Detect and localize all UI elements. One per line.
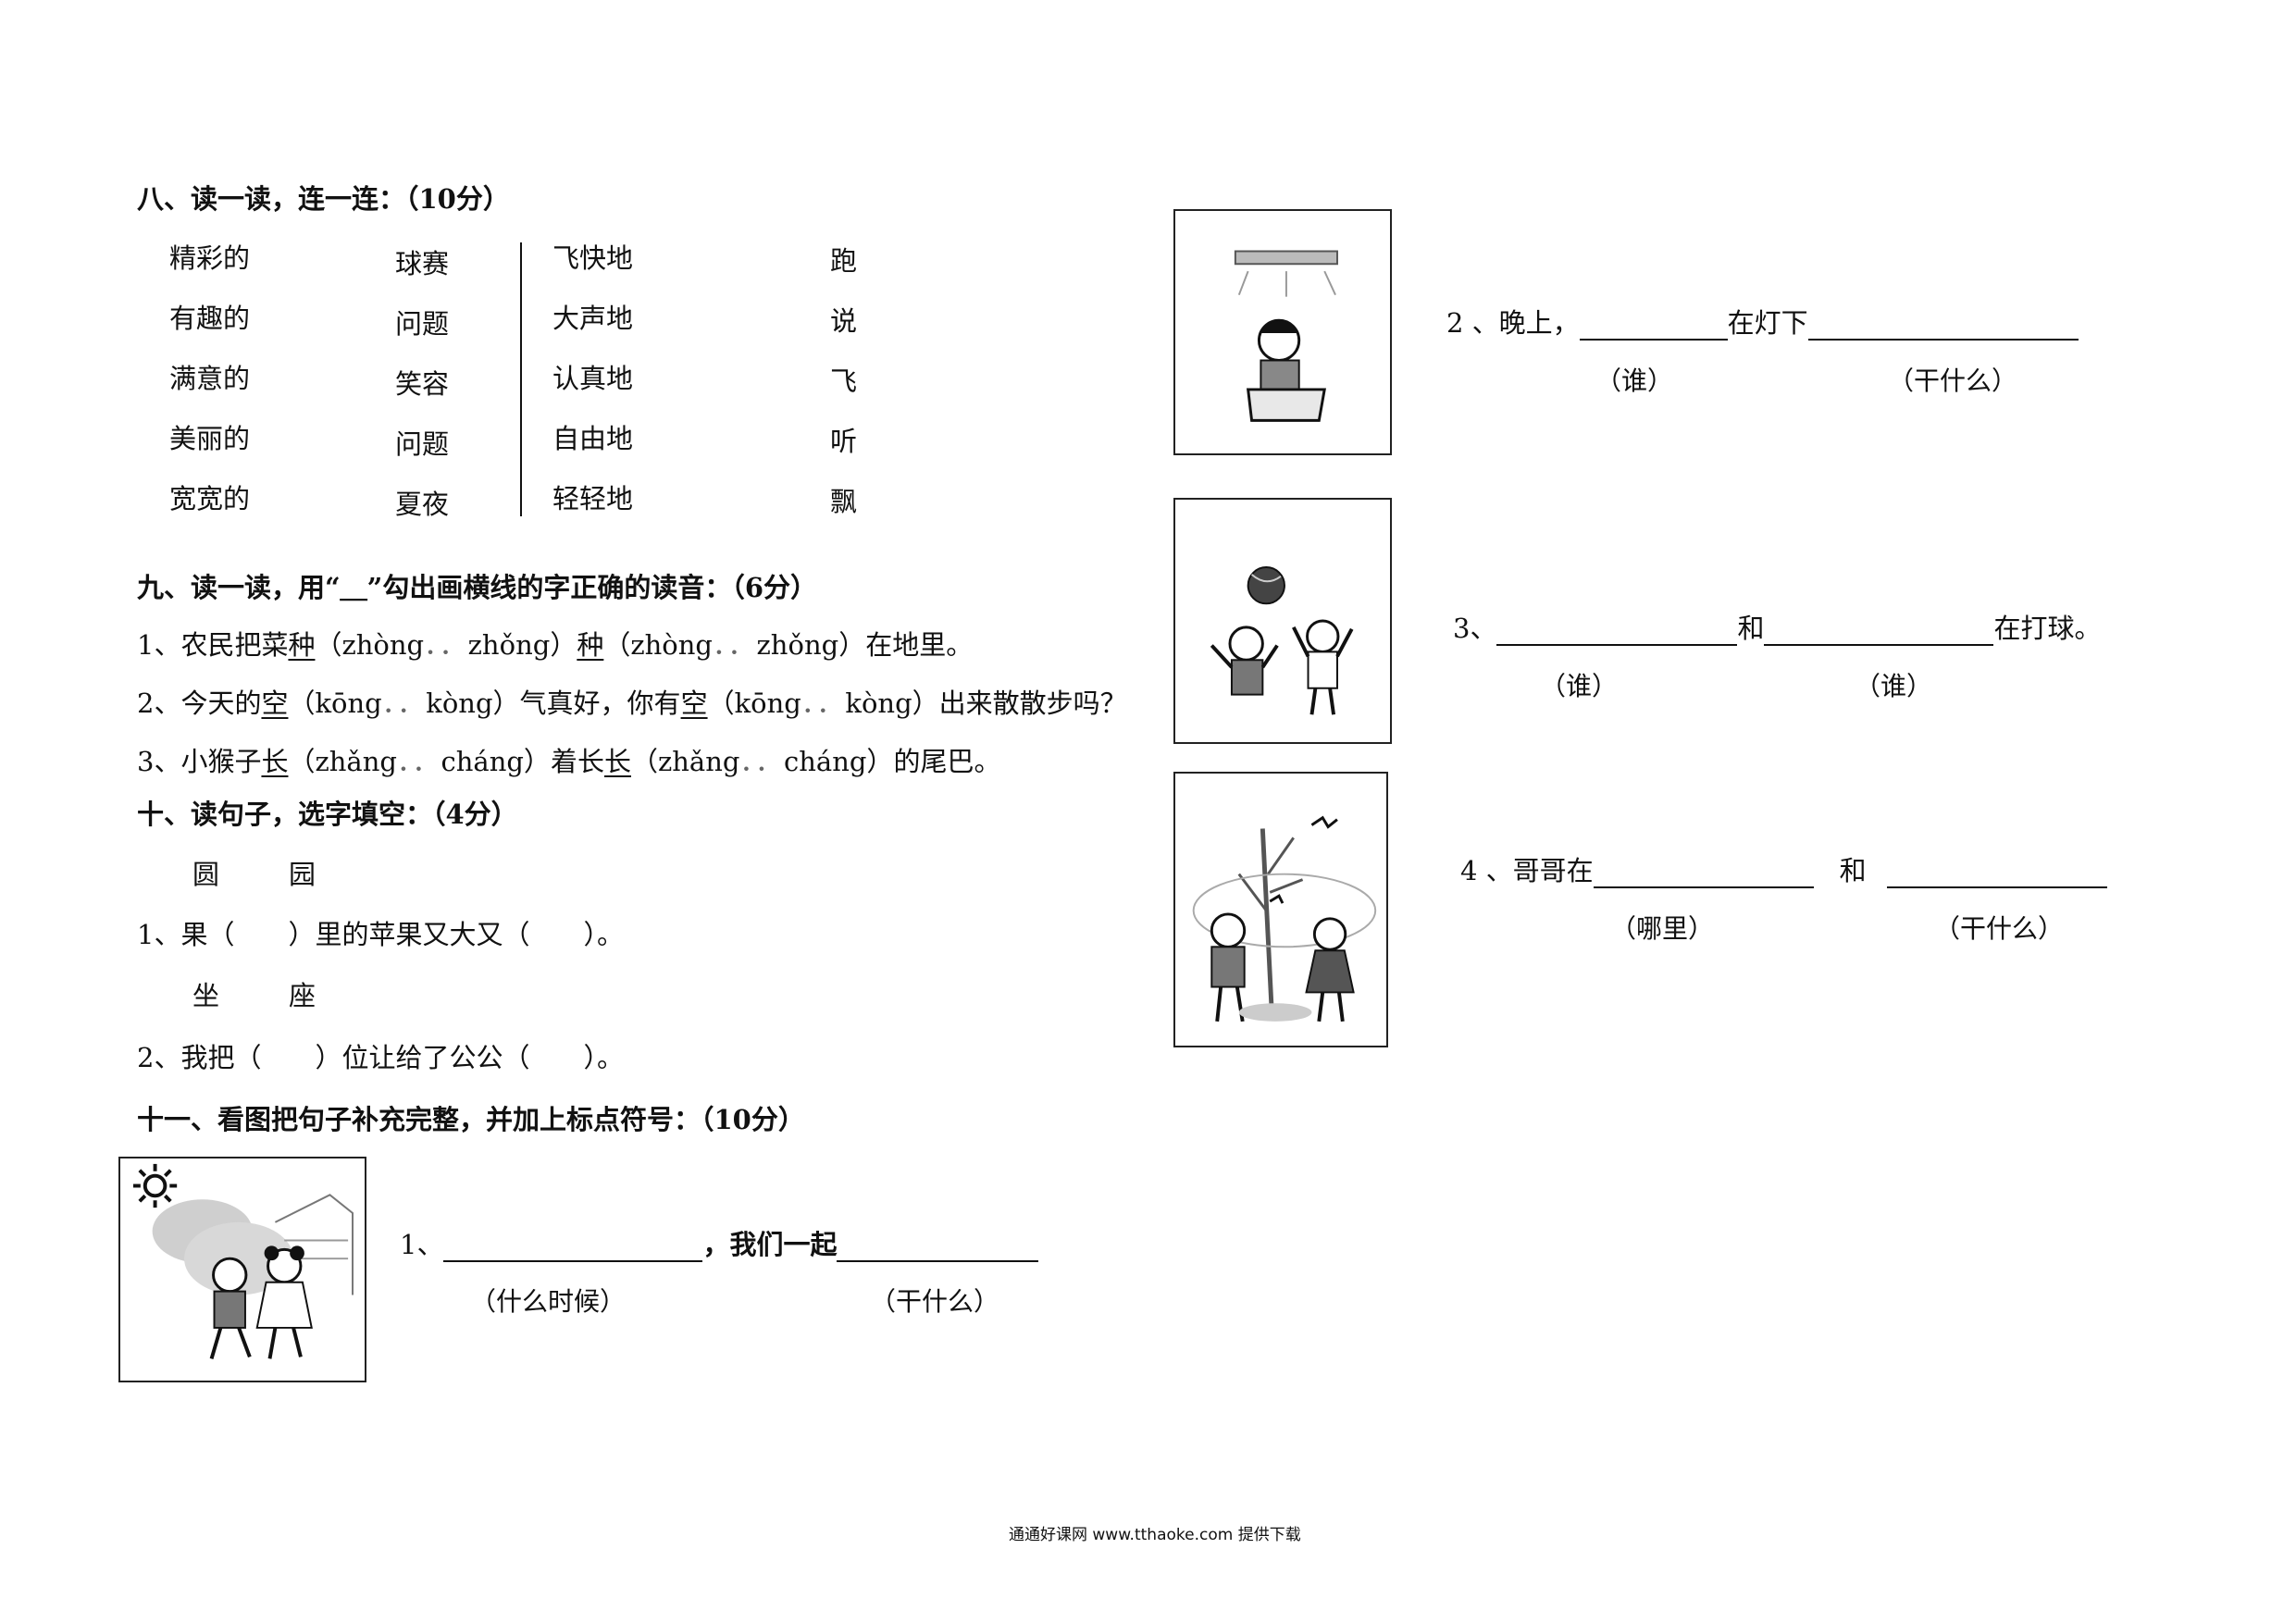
- hint-who: （谁）: [1855, 671, 1933, 701]
- sentence-3: 3、和在打球。: [1453, 613, 2102, 646]
- hint-what: （干什么）: [1888, 365, 2018, 396]
- answer-blank[interactable]: [1807, 311, 2079, 341]
- match-item: 问题: [395, 428, 450, 460]
- pinyin-question-1: 1、农民把菜种（zhòng．．zhǒng）种（zhòng．．zhǒng）在地里。: [137, 629, 974, 661]
- char-choice: 坐: [192, 980, 220, 1011]
- match-item: 有趣的: [169, 303, 251, 334]
- hint-who: （谁）: [1540, 671, 1619, 701]
- underlined-char: 空: [261, 688, 289, 719]
- sentence-1: 1、，我们一起: [400, 1223, 1039, 1262]
- answer-blank[interactable]: [837, 1233, 1039, 1262]
- match-item: 飘: [830, 486, 858, 517]
- footer-credit: 通通好课网 www.tthaoke.com 提供下载: [1009, 1526, 1301, 1544]
- match-item: 飞: [830, 365, 858, 397]
- picture-kids-playing-ball: [1173, 498, 1392, 744]
- match-item: 满意的: [169, 363, 251, 394]
- match-item: 问题: [395, 308, 450, 340]
- match-item: 自由地: [552, 423, 634, 454]
- hint-what: （干什么）: [870, 1286, 1000, 1317]
- match-item: 说: [830, 305, 858, 337]
- match-divider: [520, 242, 522, 516]
- underlined-char: 长: [261, 746, 289, 777]
- section-9-title: 九、读一读，用“＿”勾出画横线的字正确的读音：（6分）: [137, 572, 818, 603]
- answer-blank[interactable]: [1579, 311, 1728, 341]
- char-choice: 圆: [192, 859, 220, 890]
- hint-who: （谁）: [1595, 365, 1674, 396]
- answer-blank[interactable]: [443, 1233, 703, 1262]
- hint-when: （什么时候）: [470, 1286, 627, 1317]
- picture-children-walking: [118, 1157, 366, 1382]
- match-item: 轻轻地: [552, 483, 634, 514]
- sentence-2: 2 、晚上，在灯下: [1446, 302, 2079, 341]
- fill-question-2: 2、我把（ ）位让给了公公（ ）。: [137, 1042, 624, 1073]
- answer-blank[interactable]: [1764, 616, 1994, 646]
- match-item: 精彩的: [169, 242, 251, 274]
- pinyin-question-3: 3、小猴子长（zhǎng．．cháng）着长长（zhǎng．．cháng）的尾巴…: [137, 746, 1001, 777]
- section-10-title: 十、读句子，选字填空：（4分）: [137, 799, 518, 830]
- match-item: 美丽的: [169, 423, 251, 454]
- match-item: 笑容: [395, 368, 450, 400]
- underlined-char: 空: [680, 688, 708, 719]
- picture-kids-planting-tree: [1173, 772, 1388, 1047]
- hint-where: （哪里）: [1610, 913, 1715, 944]
- match-item: 夏夜: [395, 489, 450, 520]
- fill-question-1: 1、果（ ）里的苹果又大又（ ）。: [137, 919, 624, 950]
- section-8-title: 八、读一读，连一连：（10分）: [137, 183, 510, 215]
- match-item: 认真地: [552, 363, 634, 394]
- sentence-4: 4 、哥哥在和: [1460, 849, 2107, 888]
- char-choice: 园: [289, 859, 316, 890]
- pinyin-question-2: 2、今天的空（kōng．．kòng）气真好，你有空（kōng．．kòng）出来散…: [137, 688, 1127, 719]
- char-choice: 座: [289, 980, 316, 1011]
- match-item: 宽宽的: [169, 483, 251, 514]
- underlined-char: 长: [603, 746, 631, 777]
- hint-what: （干什么）: [1934, 913, 2065, 944]
- answer-blank[interactable]: [1593, 859, 1814, 888]
- match-item: 听: [830, 426, 858, 457]
- underlined-char: 种: [577, 629, 604, 661]
- match-item: 球赛: [395, 248, 450, 279]
- match-item: 大声地: [552, 303, 634, 334]
- answer-blank[interactable]: [1496, 616, 1738, 646]
- answer-blank[interactable]: [1886, 859, 2107, 888]
- match-item: 飞快地: [552, 242, 634, 274]
- match-item: 跑: [830, 245, 858, 277]
- sun-icon: [132, 1163, 178, 1208]
- underlined-char: 种: [288, 629, 316, 661]
- section-11-title: 十一、看图把句子补充完整，并加上标点符号：（10分）: [137, 1104, 805, 1135]
- picture-boy-under-lamp: [1173, 209, 1392, 455]
